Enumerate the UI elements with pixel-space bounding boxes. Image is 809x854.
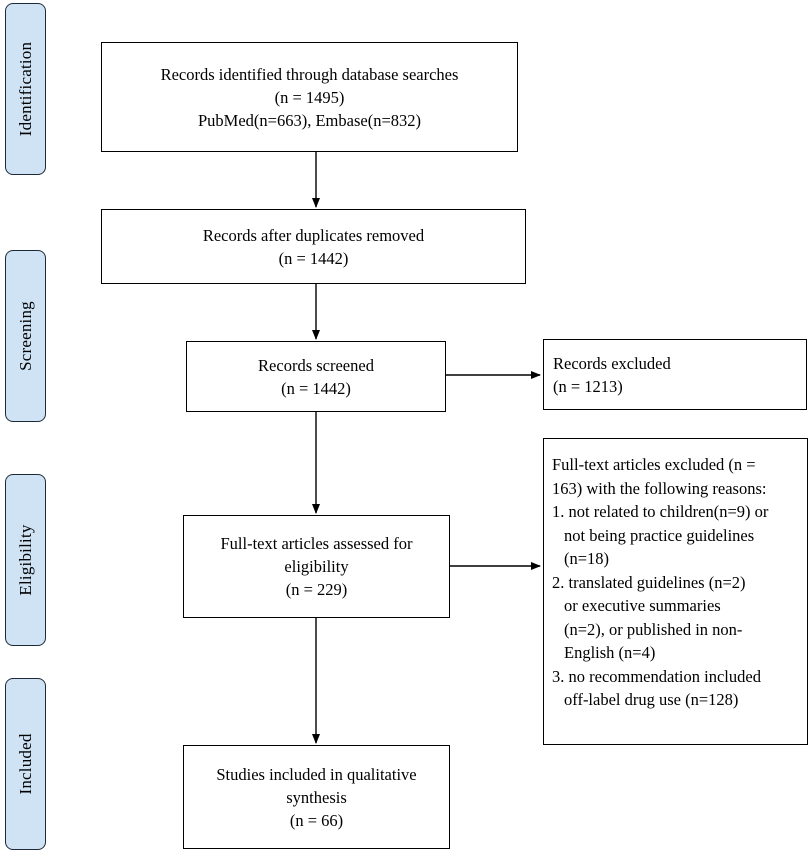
- box-fulltext-assessed-line-1: Full-text articles assessed for: [220, 534, 413, 553]
- box-studies-included-line-3: (n = 66): [289, 810, 344, 830]
- phase-included: Included: [5, 678, 46, 850]
- box-records-identified-line-3: PubMed(n=663), Embase(n=832): [198, 110, 421, 130]
- box-fulltext-excluded-line-2: 163) with the following reasons:: [552, 478, 767, 498]
- box-records-excluded-line-1: Records excluded: [553, 353, 671, 373]
- box-records-identified-line-2: (n = 1495): [274, 87, 345, 107]
- box-records-screened-line-2: (n = 1442): [281, 378, 351, 398]
- box-records-deduplicated-line-2: (n = 1442): [278, 248, 349, 268]
- phase-eligibility: Eligibility: [5, 474, 46, 646]
- box-fulltext-excluded-line-3: 1. not related to children(n=9) or: [552, 502, 769, 521]
- box-studies-included-line-2: synthesis: [286, 787, 347, 807]
- phase-identification-label: Identification: [15, 41, 35, 137]
- phase-identification: Identification: [5, 3, 46, 175]
- box-fulltext-excluded-line-6: 2. translated guidelines (n=2): [552, 572, 746, 592]
- box-records-identified-line-1: Records identified through database sear…: [160, 64, 459, 84]
- phase-eligibility-label: Eligibility: [15, 524, 35, 596]
- box-fulltext-excluded-line-4: not being practice guidelines: [564, 525, 755, 545]
- box-fulltext-assessed-line-2: eligibility: [284, 557, 349, 576]
- box-fulltext-excluded-line-5: (n=18): [564, 549, 610, 568]
- box-fulltext-excluded: Full-text articles excluded (n = 163) wi…: [543, 438, 808, 745]
- box-fulltext-assessed-line-3: (n = 229): [285, 580, 348, 599]
- phase-screening: Screening: [5, 250, 46, 422]
- box-records-excluded: Records excluded (n = 1213): [543, 339, 807, 410]
- phase-included-label: Included: [15, 733, 35, 795]
- box-records-excluded-line-2: (n = 1213): [553, 376, 623, 396]
- box-studies-included: Studies included in qualitative synthesi…: [183, 745, 450, 849]
- box-fulltext-excluded-line-1: Full-text articles excluded (n =: [552, 455, 756, 474]
- box-studies-included-line-1: Studies included in qualitative: [216, 764, 417, 784]
- box-fulltext-excluded-line-8: (n=2), or published in non-: [564, 619, 743, 639]
- box-records-deduplicated: Records after duplicates removed (n = 14…: [101, 209, 526, 284]
- phase-screening-label: Screening: [15, 301, 35, 371]
- box-fulltext-excluded-line-11: off-label drug use (n=128): [564, 690, 739, 709]
- box-records-screened-line-1: Records screened: [258, 355, 374, 375]
- box-fulltext-excluded-line-9: English (n=4): [564, 643, 656, 662]
- box-fulltext-excluded-line-10: 3. no recommendation included: [552, 666, 761, 686]
- box-fulltext-excluded-line-7: or executive summaries: [564, 596, 721, 615]
- box-records-identified: Records identified through database sear…: [101, 42, 518, 152]
- box-fulltext-assessed: Full-text articles assessed for eligibil…: [183, 515, 450, 618]
- box-records-deduplicated-line-1: Records after duplicates removed: [202, 225, 425, 245]
- box-records-screened: Records screened (n = 1442): [186, 341, 446, 412]
